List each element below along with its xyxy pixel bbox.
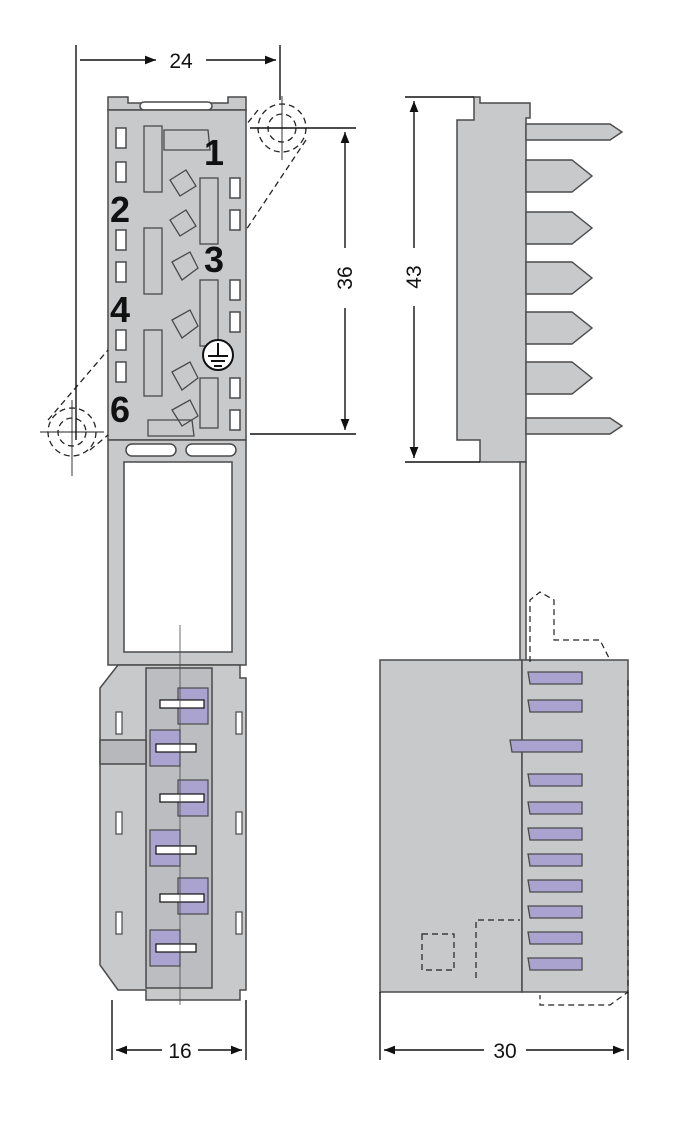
side-view <box>379 96 629 993</box>
side-upper-body <box>456 96 531 463</box>
protective-earth-icon <box>202 339 234 371</box>
dimension-labels: 24 36 43 16 30 <box>168 50 516 1063</box>
side-plug-contacts <box>509 671 583 971</box>
side-stem <box>519 461 527 663</box>
side-lower-body <box>379 659 523 993</box>
dim-43-label: 43 <box>403 265 426 288</box>
lower-block-slots <box>115 711 243 935</box>
dim-36-label: 36 <box>334 266 357 289</box>
side-pins-upper <box>525 123 624 435</box>
stem-window <box>123 461 233 653</box>
pin-1-label: 1 <box>204 132 224 173</box>
pin-2-label: 2 <box>110 189 130 230</box>
pin-4-label: 4 <box>110 289 130 330</box>
pin-3-label: 3 <box>204 239 224 280</box>
pin-number-labels: 1 2 3 4 6 <box>110 132 224 430</box>
dim-16-label: 16 <box>168 1040 191 1063</box>
upper-terminal-block <box>107 109 247 441</box>
pin-6-label: 6 <box>110 389 130 430</box>
side-ghost-outline <box>421 591 629 1006</box>
dim-24-label: 24 <box>169 50 193 73</box>
dim-30-label: 30 <box>493 1040 516 1063</box>
plug-pins <box>155 699 205 953</box>
dimension-lines <box>75 45 629 1060</box>
side-window-pins <box>115 127 241 431</box>
